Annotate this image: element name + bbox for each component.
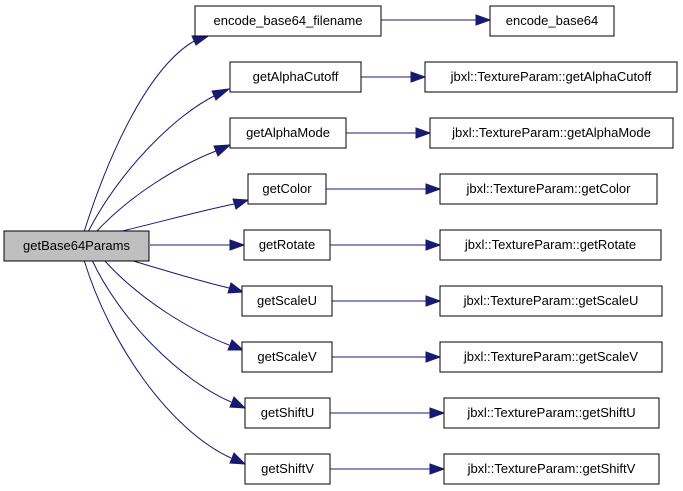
node-getshiftv[interactable]: getShiftV [244, 453, 331, 485]
node-textureparam-getshiftv[interactable]: jbxl::TextureParam::getShiftV [443, 453, 660, 485]
node-label: getAlphaCutoff [253, 69, 339, 84]
node-getcolor[interactable]: getColor [247, 173, 327, 205]
edge-getshiftu-target [330, 407, 446, 419]
edge-root-getshiftv [83, 259, 247, 465]
edge-getalphamode-target [346, 127, 432, 139]
node-label: jbxl::TextureParam::getShiftU [466, 405, 635, 420]
node-label: jbxl::TextureParam::getScaleV [463, 349, 638, 364]
node-label: getAlphaMode [246, 125, 330, 140]
edge-root-getrotate [150, 239, 246, 251]
edge-encode-base64-filename-encode-base64 [381, 14, 492, 26]
edge-root-getscalev [103, 259, 245, 351]
node-label: getRotate [259, 237, 315, 252]
node-label: jbxl::TextureParam::getScaleU [463, 293, 639, 308]
edge-getshiftv-target [330, 463, 446, 475]
node-label: getScaleU [257, 293, 317, 308]
node-textureparam-getrotate[interactable]: jbxl::TextureParam::getRotate [439, 229, 662, 261]
node-label: jbxl::TextureParam::getAlphaCutoff [450, 69, 652, 84]
node-label: jbxl::TextureParam::getAlphaMode [451, 125, 651, 140]
node-label: getShiftU [261, 405, 314, 420]
node-getscalev[interactable]: getScaleV [241, 341, 333, 373]
node-textureparam-getshiftu[interactable]: jbxl::TextureParam::getShiftU [443, 397, 660, 429]
edge-root-encode-base64-filename [83, 33, 213, 233]
node-textureparam-getcolor[interactable]: jbxl::TextureParam::getColor [439, 173, 658, 205]
node-label: encode_base64 [506, 13, 599, 28]
node-getbase64params[interactable]: getBase64Params [3, 230, 150, 262]
node-textureparam-getscaleu[interactable]: jbxl::TextureParam::getScaleU [439, 285, 663, 317]
node-label: getColor [262, 181, 312, 196]
node-getscaleu[interactable]: getScaleU [241, 285, 333, 317]
edge-getrotate-target [330, 239, 442, 251]
node-label: encode_base64_filename [214, 13, 363, 28]
node-label: jbxl::TextureParam::getRotate [464, 237, 636, 252]
node-label: getBase64Params [23, 238, 130, 253]
node-textureparam-getalphamode[interactable]: jbxl::TextureParam::getAlphaMode [429, 117, 674, 149]
node-label: getShiftV [261, 461, 314, 476]
node-encode-base64-filename[interactable]: encode_base64_filename [194, 5, 382, 37]
edge-getcolor-target [326, 183, 442, 195]
node-textureparam-getalphacutoff[interactable]: jbxl::TextureParam::getAlphaCutoff [424, 61, 678, 93]
node-getrotate[interactable]: getRotate [243, 229, 331, 261]
node-label: jbxl::TextureParam::getShiftV [467, 461, 636, 476]
edge-root-getalphacutoff [87, 88, 231, 233]
node-getshiftu[interactable]: getShiftU [244, 397, 331, 429]
node-getalphamode[interactable]: getAlphaMode [229, 117, 347, 149]
edge-root-getcolor [117, 198, 250, 233]
node-label: getScaleV [257, 349, 317, 364]
node-label: jbxl::TextureParam::getColor [465, 181, 631, 196]
edge-getscaleu-target [332, 295, 442, 307]
edge-getscalev-target [332, 351, 442, 363]
edge-root-getalphamode [95, 144, 232, 233]
edge-getalphacutoff-target [361, 71, 427, 83]
node-encode-base64[interactable]: encode_base64 [489, 5, 615, 37]
edge-root-getshiftu [91, 259, 247, 409]
node-getalphacutoff[interactable]: getAlphaCutoff [229, 61, 362, 93]
node-textureparam-getscalev[interactable]: jbxl::TextureParam::getScaleV [439, 341, 663, 373]
edge-root-getscaleu [129, 259, 245, 294]
